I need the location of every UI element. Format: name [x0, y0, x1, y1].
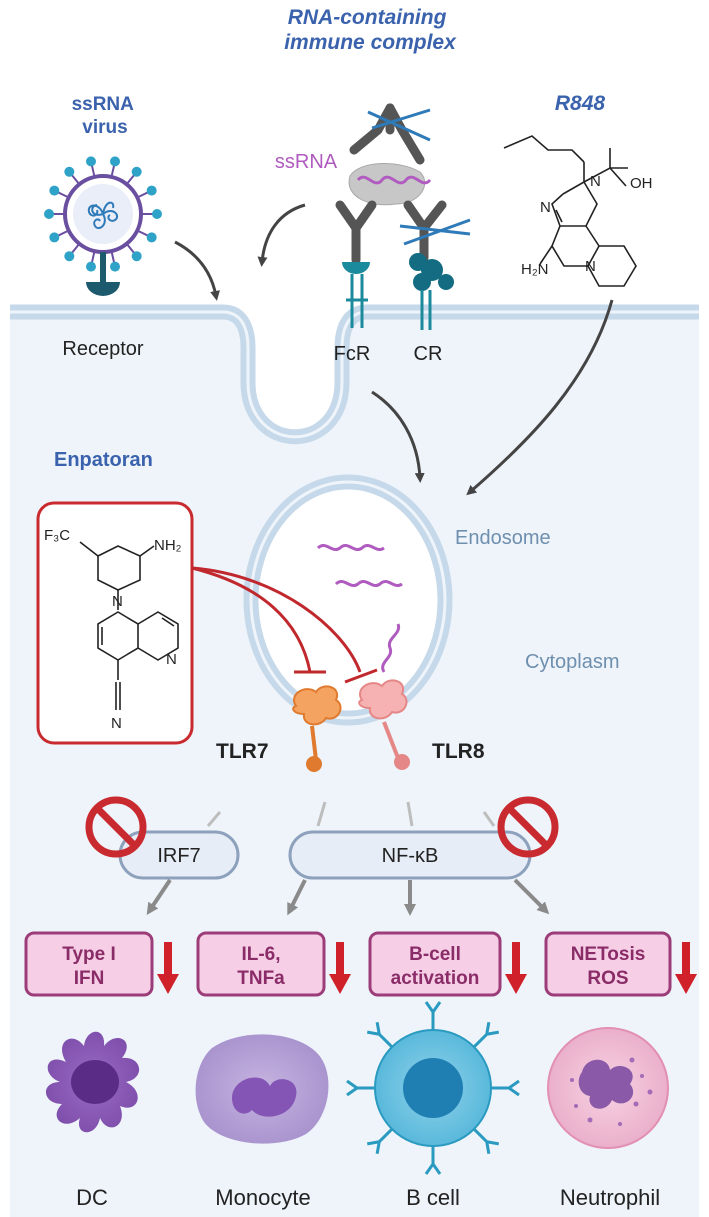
output-box-type-i-ifn: Type I IFN [24, 931, 154, 997]
output-line2: ROS [587, 968, 628, 989]
output-line1: B-cell [409, 944, 461, 965]
surface-antibody [346, 1079, 375, 1097]
neutrophil-cell-icon [547, 1027, 669, 1149]
virus-spike-tip [49, 185, 60, 196]
tlr8-label: TLR8 [432, 740, 485, 763]
r848-label: R848 [555, 92, 606, 115]
output-box-b-cell-activation: B-cell activation [368, 931, 502, 997]
fcr-label: FcR [334, 343, 371, 365]
output-line1: NETosis [571, 944, 646, 965]
virus-spike-tip [110, 156, 121, 167]
output-box-il6-tnfa: IL-6, TNFa [196, 931, 326, 997]
down-arrow-icon [157, 942, 179, 994]
virus-icon [44, 156, 162, 296]
output-arrows [146, 878, 550, 916]
output-line2: activation [391, 968, 480, 989]
enpatoran-label: Enpatoran [54, 449, 153, 471]
cell-label-b-cell: B cell [406, 1185, 460, 1210]
cell-label-dc: DC [76, 1185, 108, 1210]
virus-spike-tip [64, 251, 75, 262]
surface-antibody [366, 1127, 394, 1155]
r848-oh: OH [630, 175, 653, 192]
surface-antibody [366, 1021, 394, 1049]
down-arrow-icon [505, 942, 527, 994]
surface-antibody [472, 1021, 500, 1049]
virus-spike-tip [110, 261, 121, 272]
r848-h2n: H₂N [521, 261, 549, 278]
output-line1: Type I [62, 944, 116, 965]
r848-structure [503, 135, 637, 287]
r848-n2: N [540, 199, 551, 216]
b-cell-icon [346, 1001, 520, 1175]
virus-spike-tip [152, 209, 162, 219]
immune-complex-icon [335, 103, 471, 330]
signal-lines [206, 801, 496, 827]
receptor-label: Receptor [62, 338, 143, 360]
tlr7-label: TLR7 [216, 740, 269, 763]
virus-spike-tip [146, 232, 157, 243]
cytoplasm-label: Cytoplasm [525, 651, 619, 673]
output-line2: IFN [74, 968, 105, 989]
virus-spike-tip [44, 209, 54, 219]
enp-n1: N [112, 593, 123, 610]
r848-n3: N [585, 258, 596, 275]
virus-spike-tip [85, 156, 96, 167]
prohibition-icon-left [85, 796, 147, 858]
tlr7-icon [292, 685, 342, 772]
enpatoran-box [36, 501, 194, 745]
inhibition-lines [191, 566, 378, 684]
cr-label: CR [414, 343, 443, 365]
virus-spike-tip [64, 166, 75, 177]
endosome-label: Endosome [455, 527, 551, 549]
prohibition-icon-right [497, 796, 559, 858]
r848-n1: N [590, 173, 601, 190]
down-arrow-icon [675, 942, 697, 994]
virus-spike-tip [146, 185, 157, 196]
immune-complex-label: RNA-containing immune complex [284, 6, 457, 54]
enp-f3c: F₃C [44, 527, 70, 544]
virus-spike-tip [131, 251, 142, 262]
output-line1: IL-6, [241, 944, 280, 965]
enp-n3: N [111, 715, 122, 732]
dc-cell-icon [45, 1031, 140, 1133]
ssrna-virus-label: ssRNA virus [72, 94, 139, 138]
down-arrow-icon [329, 942, 351, 994]
cell-label-neutrophil: Neutrophil [560, 1185, 660, 1210]
virus-spike-tip [131, 166, 142, 177]
enpatoran-structure [79, 541, 179, 710]
surface-antibody [491, 1079, 520, 1097]
output-line2: TNFa [237, 968, 285, 989]
entry-arrows [174, 203, 614, 496]
tlr8-icon [358, 679, 410, 770]
virus-spike-tip [85, 261, 96, 272]
surface-antibody [424, 1001, 442, 1030]
cell-label-monocyte: Monocyte [215, 1185, 310, 1210]
monocyte-cell-icon [195, 1034, 329, 1144]
output-box-netosis-ros: NETosis ROS [544, 931, 672, 997]
decrease-arrows [157, 942, 697, 994]
ssrna-label: ssRNA [275, 151, 338, 173]
nfkb-label: NF-κB [382, 845, 439, 867]
enp-nh2: NH₂ [154, 537, 182, 554]
virus-spike-tip [49, 232, 60, 243]
surface-antibody [424, 1146, 442, 1175]
enp-n2: N [166, 651, 177, 668]
irf7-label: IRF7 [157, 845, 200, 867]
surface-antibody [472, 1127, 500, 1155]
endosome [243, 474, 453, 726]
